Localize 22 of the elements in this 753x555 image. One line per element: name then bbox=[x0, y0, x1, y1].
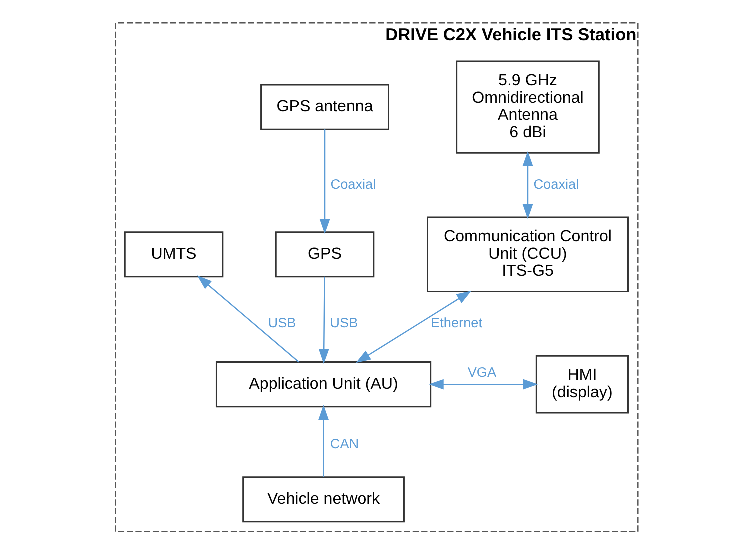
arrow bbox=[196, 276, 299, 363]
node-box: Communication Control Unit (CCU) ITS-G5 bbox=[426, 216, 628, 292]
node-box: HMI (display) bbox=[535, 355, 628, 414]
edge-label: Coaxial bbox=[533, 176, 579, 192]
edge-label: Ethernet bbox=[430, 315, 482, 330]
node-box: GPS antenna bbox=[260, 84, 389, 130]
node-box: 5.9 GHz Omnidirectional Antenna 6 dBi bbox=[456, 60, 600, 154]
edge-label: USB bbox=[330, 315, 358, 330]
node-box: GPS bbox=[274, 232, 374, 278]
node-box: Application Unit (AU) bbox=[215, 362, 432, 408]
arrow bbox=[319, 130, 330, 234]
edge-label: CAN bbox=[330, 436, 359, 452]
edge-label: USB bbox=[268, 315, 296, 330]
node-box: Vehicle network bbox=[242, 476, 404, 523]
arrow bbox=[318, 405, 328, 478]
edge-label: VGA bbox=[467, 364, 496, 380]
arrow bbox=[318, 276, 329, 364]
arrow bbox=[356, 291, 472, 364]
node-box: UMTS bbox=[124, 232, 224, 278]
arrow bbox=[522, 151, 533, 220]
edge-label: Coaxial bbox=[330, 176, 376, 192]
arrow bbox=[428, 379, 538, 390]
